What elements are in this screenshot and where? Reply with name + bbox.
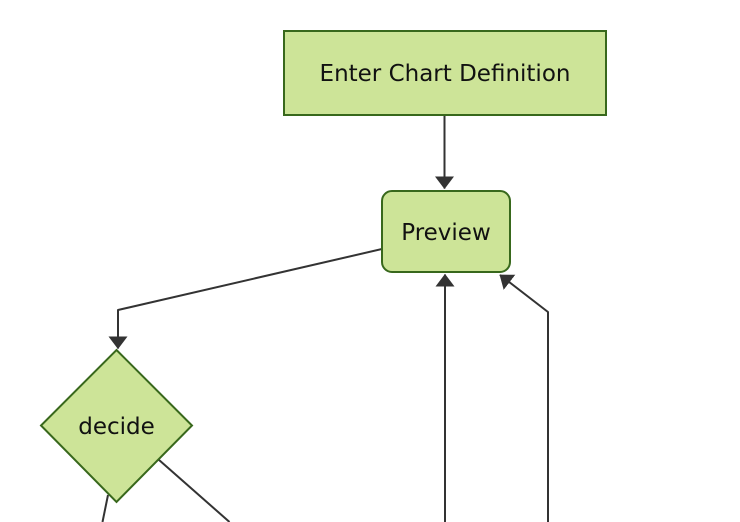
node-enter-chart-definition: Enter Chart Definition [283, 30, 607, 116]
node-preview-label: Preview [401, 220, 491, 246]
node-decide-shape [39, 348, 194, 504]
node-enter-chart-definition-shape [283, 30, 607, 116]
edge-preview-to-decide [108, 248, 383, 350]
edge-layer [101, 116, 549, 522]
node-decide: decide [39, 348, 194, 504]
edge-decide-to-offscreen-bottom-left [101, 494, 109, 522]
node-layer: Enter Chart Definition Preview decide [39, 30, 607, 504]
node-decide-label: decide [78, 414, 155, 440]
node-preview: Preview [381, 190, 511, 273]
node-enter-chart-definition-label: Enter Chart Definition [320, 61, 571, 87]
node-preview-shape [381, 190, 511, 273]
edge-offscreen-bottom-far-to-preview [499, 274, 549, 522]
edge-decide-to-offscreen-bottom-right [157, 458, 231, 522]
